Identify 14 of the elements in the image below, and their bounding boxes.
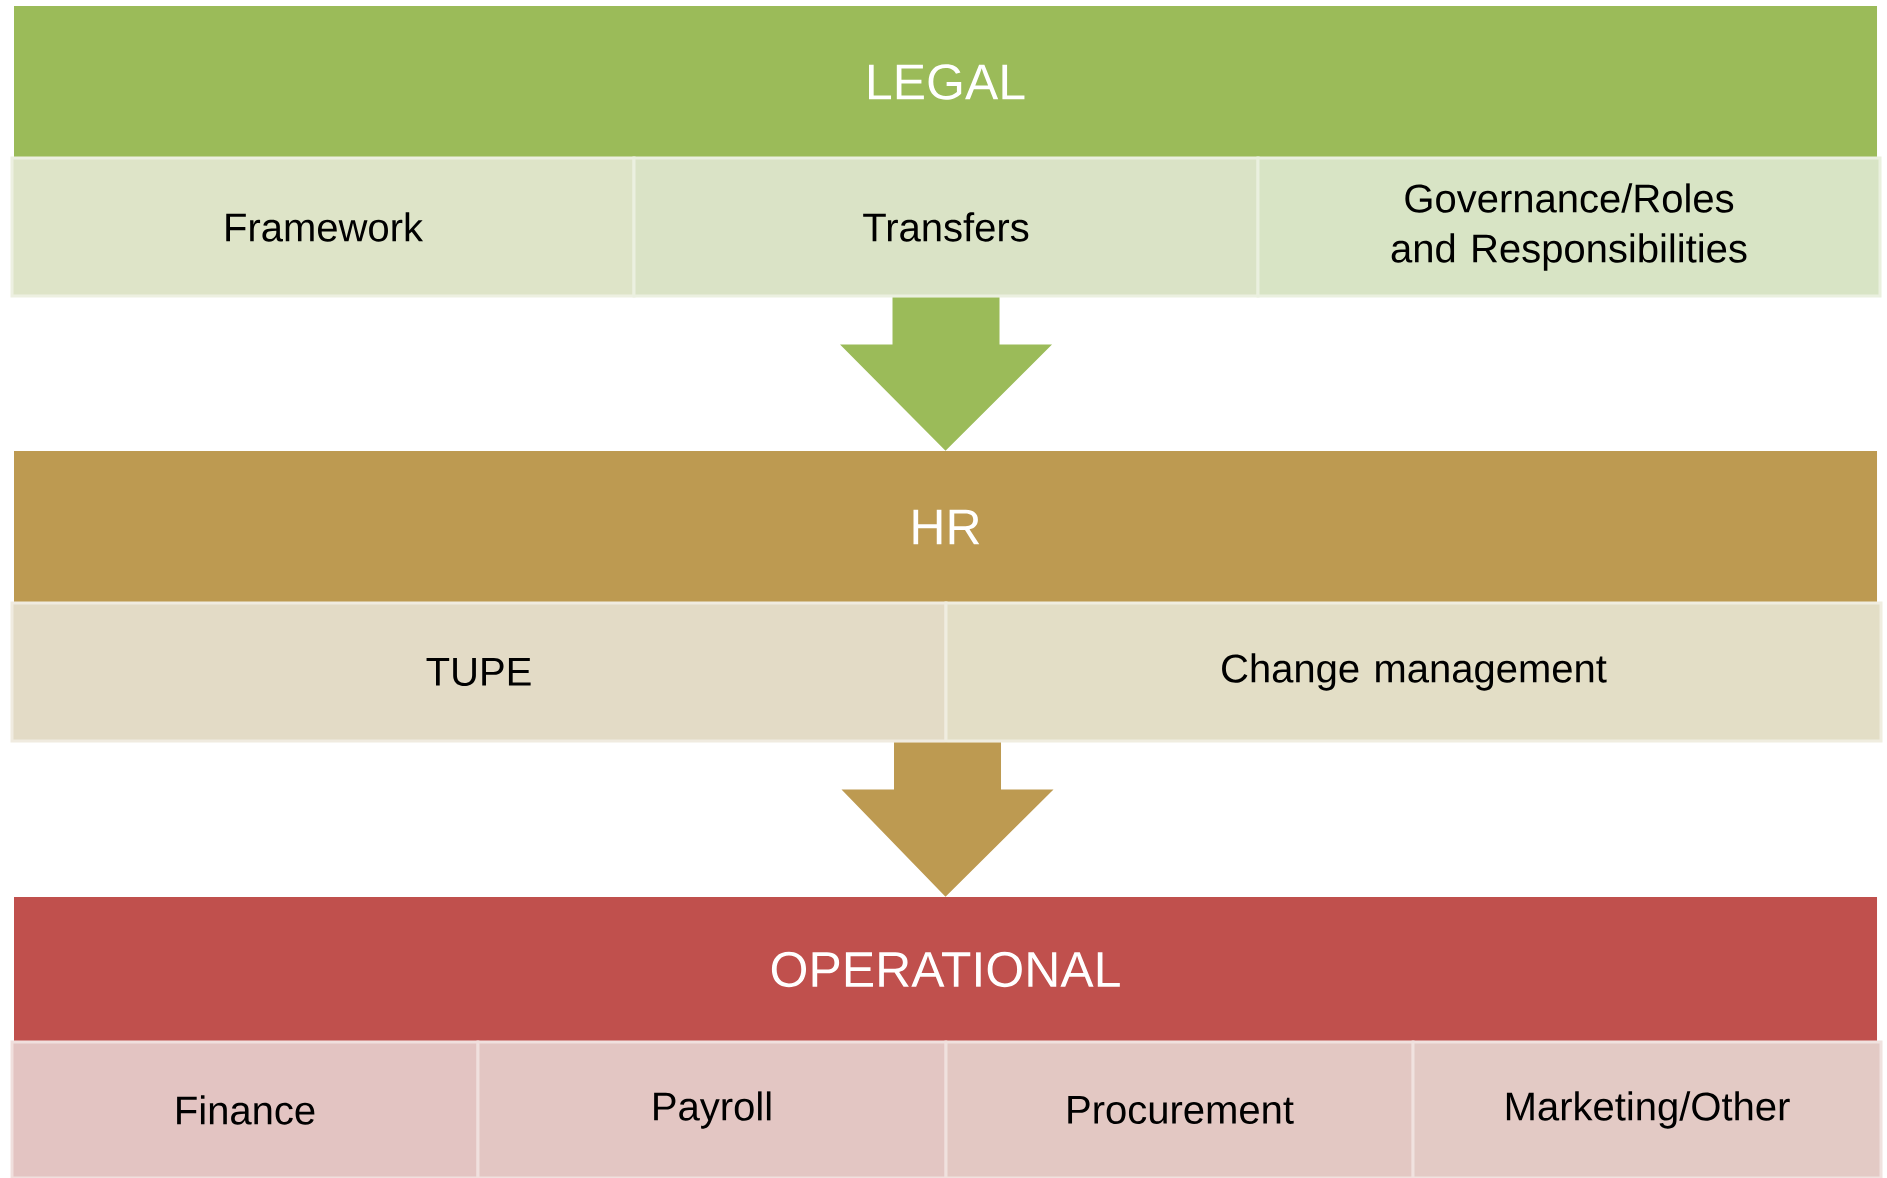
category-box: Marketing/Other <box>1411 1040 1883 1178</box>
category-box: Transfers <box>632 156 1260 298</box>
category-box: Change management <box>944 601 1883 743</box>
category-box: Payroll <box>476 1040 948 1178</box>
category-box: TUPE <box>10 601 948 743</box>
category-box: Governance/Roles and Responsibilities <box>1256 156 1882 298</box>
category-box: Finance <box>10 1040 480 1178</box>
category-box: Procurement <box>944 1040 1415 1178</box>
section-header: HR <box>14 451 1877 603</box>
section-header: OPERATIONAL <box>14 897 1877 1042</box>
block-arrow <box>841 742 1054 897</box>
category-box: Framework <box>10 156 636 298</box>
section-header: LEGAL <box>14 6 1877 158</box>
block-arrow <box>840 297 1052 451</box>
